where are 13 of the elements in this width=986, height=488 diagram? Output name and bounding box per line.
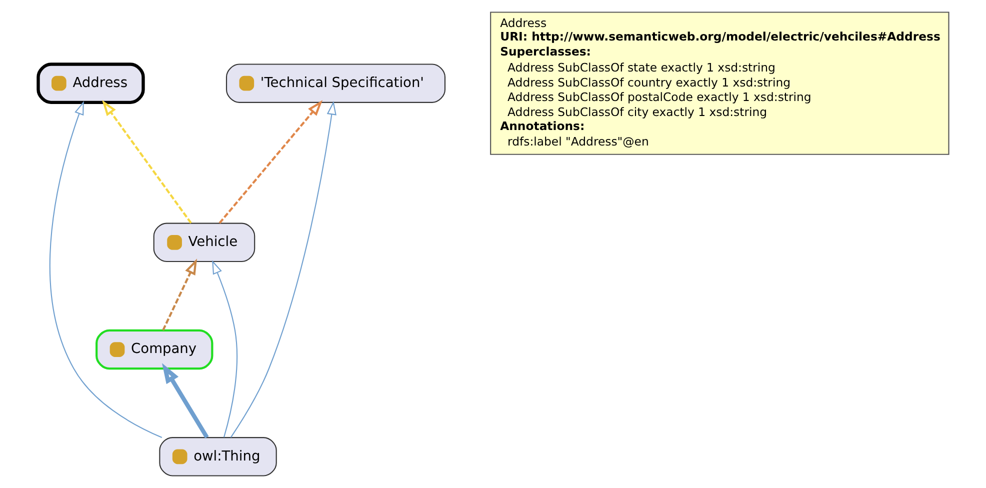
node-box: Company xyxy=(95,329,213,370)
arrow xyxy=(212,260,238,438)
arrow xyxy=(162,363,208,438)
node-box: Vehicle xyxy=(152,222,255,262)
node-box: Address xyxy=(36,62,144,104)
arrow xyxy=(230,100,336,438)
arrow xyxy=(102,100,192,224)
node-box: Address URI: http://www.semanticweb.org/model/electric/vehciles#Address Superclasses: Address SubClassOf state exactly 1 xsd:string Address SubClassOf country exactly 1 xsd:string Address SubClassOf postalCode exactly 1 xsd:string Address SubClassOf city exactly 1 xsd:string Annotations: rdfs:label "Address"@en xyxy=(490,12,949,155)
arrow xyxy=(162,258,197,331)
node-box: owl:Thing xyxy=(158,437,276,476)
arrow xyxy=(218,100,322,224)
arrow xyxy=(49,101,162,438)
node-box: 'Technical Specification' xyxy=(225,64,445,103)
